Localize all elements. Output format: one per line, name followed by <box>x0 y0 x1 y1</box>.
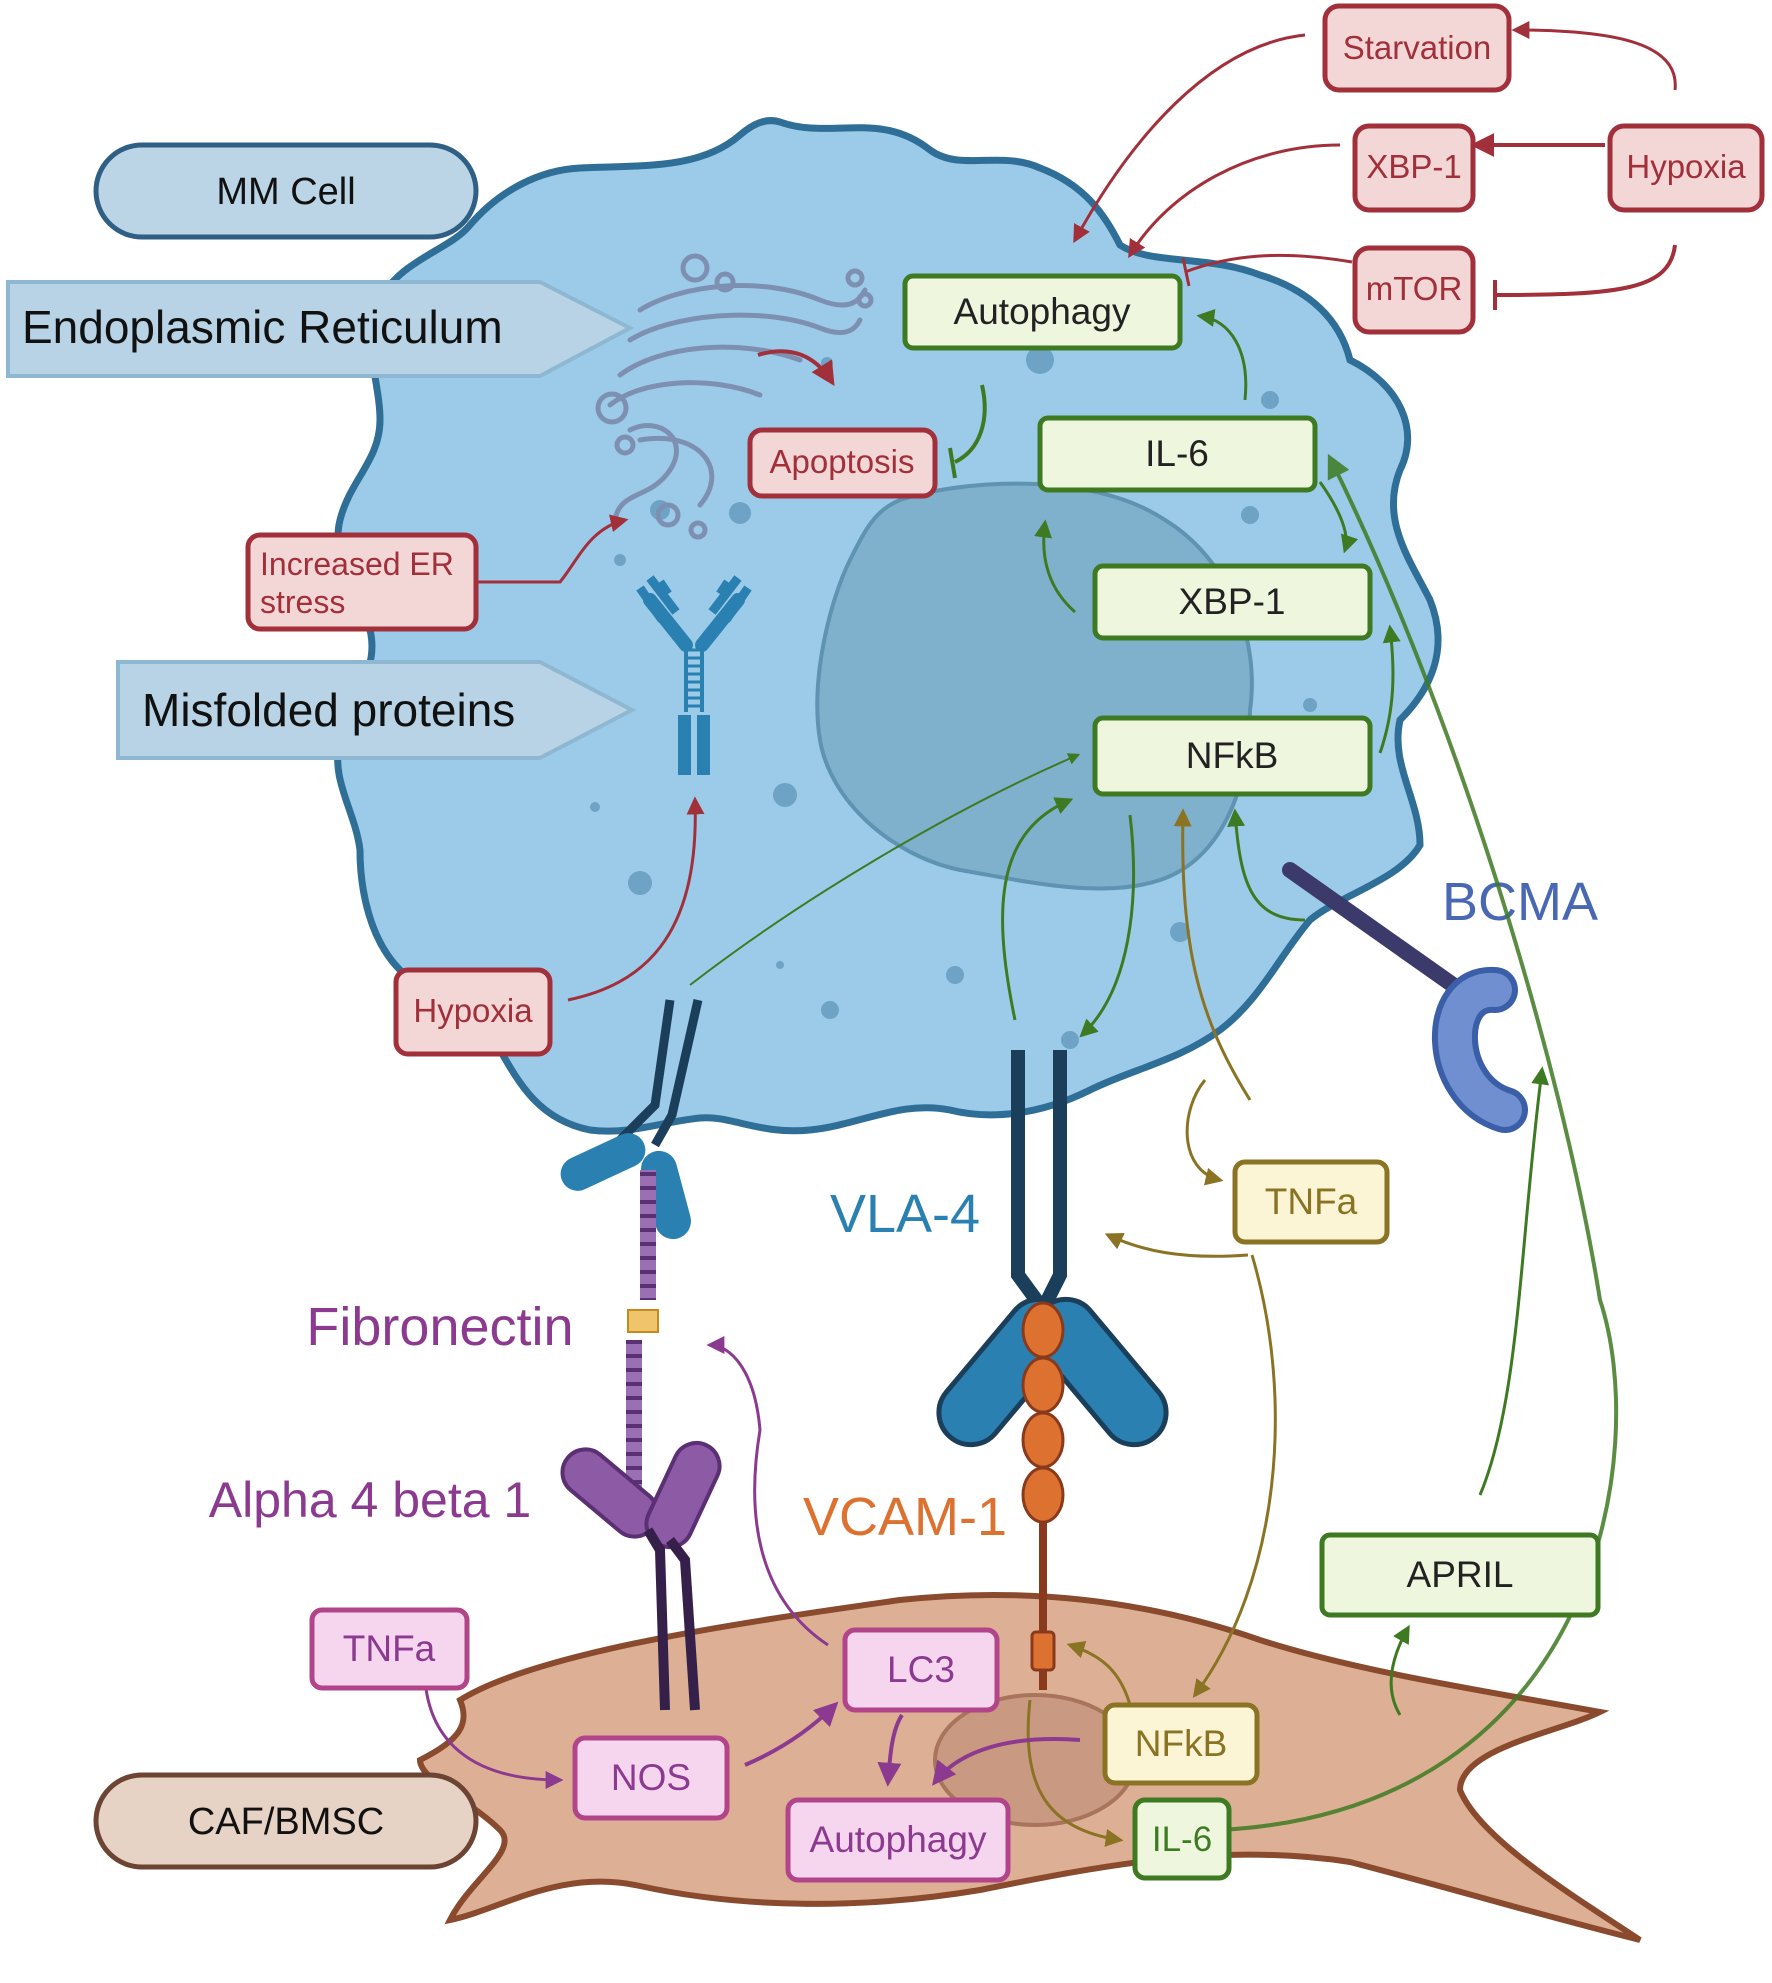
svg-text:XBP-1: XBP-1 <box>1366 148 1461 185</box>
caf-bmsc-cell <box>416 1592 1642 1943</box>
vcam1-molecule <box>1021 1301 1065 1690</box>
arrow-tnfa-to-vla4 <box>1104 1232 1249 1258</box>
starvation-box: Starvation <box>1322 3 1512 93</box>
svg-text:Hypoxia: Hypoxia <box>413 992 533 1029</box>
mm-nucleus <box>815 481 1254 891</box>
arrow-nos-to-lc3 <box>744 1701 839 1767</box>
er-callout: Endoplasmic Reticulum <box>6 280 635 378</box>
arrow-nfkb-to-xbp1 <box>1378 624 1401 754</box>
bcma-receptor <box>1282 862 1528 1133</box>
alpha4beta1-label: Alpha 4 beta 1 <box>209 1472 532 1528</box>
purple-arrows <box>423 1336 1081 1789</box>
arrow-alpha4-to-nfkb <box>689 753 1081 986</box>
arrow-april-to-bcma <box>1478 1066 1550 1496</box>
svg-text:Increased ER: Increased ER <box>260 546 454 582</box>
hypoxia-external-box: Hypoxia <box>1607 123 1765 213</box>
red-arrows <box>478 21 1677 1002</box>
tnfa-caf-box: TNFa <box>309 1607 470 1691</box>
svg-text:stress: stress <box>260 584 345 620</box>
arrow-tnfa-to-nfkb-caf <box>1192 1254 1277 1698</box>
nfkb-caf-box: NFkB <box>1102 1702 1260 1786</box>
svg-text:LC3: LC3 <box>887 1649 955 1690</box>
fibronectin-label: Fibronectin <box>306 1297 573 1357</box>
svg-text:TNFa: TNFa <box>1265 1181 1358 1222</box>
mm-cell-legend: MM Cell <box>93 142 479 240</box>
alpha4beta1-integrin <box>560 1440 722 1711</box>
arrow-tnfa-to-nos <box>423 1679 564 1789</box>
svg-text:Hypoxia: Hypoxia <box>1626 148 1746 185</box>
svg-text:APRIL: APRIL <box>1407 1554 1514 1595</box>
apoptosis-box: Apoptosis <box>747 427 938 499</box>
arrow-nfkb-caf-to-vcam1 <box>1066 1641 1132 1706</box>
antibody-icon <box>636 575 752 775</box>
arrow-starvation-to-autophagy <box>1073 33 1306 244</box>
arrow-caf-to-april <box>1389 1624 1410 1716</box>
xbp1-external-box: XBP-1 <box>1352 123 1476 213</box>
svg-text:IL-6: IL-6 <box>1145 433 1209 474</box>
increased-er-stress-box: Increased ER stress <box>245 532 479 632</box>
olive-arrows <box>1026 808 1277 1847</box>
vcam1-label: VCAM-1 <box>803 1487 1007 1547</box>
svg-text:NOS: NOS <box>611 1757 691 1798</box>
arrow-er-to-apoptosis <box>757 349 835 387</box>
arrow-tnfa-mm-to-nfkb <box>1173 808 1252 1101</box>
autophagy-caf-box: Autophagy <box>785 1797 1011 1883</box>
svg-text:NFkB: NFkB <box>1186 735 1279 776</box>
inhibit-autophagy-to-apoptosis <box>948 384 987 479</box>
arrow-lc3-to-fibronectin <box>706 1336 829 1647</box>
misfolded-proteins-callout: Misfolded proteins <box>116 660 637 760</box>
arrow-vcam1-to-il6-caf <box>1026 1699 1124 1847</box>
vla4-label: VLA-4 <box>830 1184 980 1244</box>
fibronectin-strand <box>640 1170 656 1300</box>
green-arrows <box>689 308 1619 1832</box>
arrow-nfkb-to-vla4 <box>1079 814 1135 1038</box>
svg-text:Apoptosis: Apoptosis <box>770 443 915 480</box>
mtor-box: mTOR <box>1352 245 1476 335</box>
april-box: APRIL <box>1319 1532 1601 1618</box>
svg-text:XBP-1: XBP-1 <box>1179 581 1286 622</box>
caf-bmsc-legend: CAF/BMSC <box>93 1772 479 1870</box>
svg-text:mTOR: mTOR <box>1366 270 1463 307</box>
fibronectin-receptor <box>560 999 703 1510</box>
arrow-hypoxia-to-starvation <box>1511 21 1677 91</box>
inhibit-mtor-to-autophagy <box>1181 253 1353 287</box>
arrow-il6-to-autophagy <box>1196 308 1248 401</box>
endoplasmic-reticulum-organelle <box>595 253 874 540</box>
arrow-il6-to-xbp1 <box>1318 481 1359 554</box>
bcma-label: BCMA <box>1442 872 1598 932</box>
svg-text:Autophagy: Autophagy <box>954 291 1131 332</box>
lc3-box: LC3 <box>842 1627 1000 1713</box>
mm-cell-legend-label: MM Cell <box>216 171 355 213</box>
arrow-xbp1-to-autophagy <box>1128 143 1341 259</box>
svg-text:IL-6: IL-6 <box>1152 1820 1212 1859</box>
misfolded-proteins-callout-label: Misfolded proteins <box>142 684 515 736</box>
arrow-nfkb-caf-to-autophagy <box>932 1737 1081 1786</box>
autophagy-mm-box: Autophagy <box>902 273 1183 351</box>
arrow-xbp1-to-il6 <box>1034 519 1076 614</box>
svg-text:TNFa: TNFa <box>343 1628 436 1669</box>
arrow-hypoxia-to-misfolded <box>567 796 705 1002</box>
arrow-er-stress-to-er <box>478 514 629 584</box>
arrow-vla4-to-nfkb <box>1001 797 1074 1021</box>
hypoxia-mm-box: Hypoxia <box>393 967 553 1057</box>
caf-bmsc-legend-label: CAF/BMSC <box>188 1801 384 1843</box>
arrow-bcma-to-nfkb <box>1227 808 1306 922</box>
svg-text:Starvation: Starvation <box>1343 29 1492 66</box>
arrow-lc3-to-autophagy <box>877 1713 904 1787</box>
il6-caf-box: IL-6 <box>1132 1797 1232 1881</box>
tnfa-mm-box: TNFa <box>1232 1159 1390 1245</box>
arrow-il6-caf-to-il6-mm <box>1219 453 1619 1832</box>
inhibit-hypoxia-to-mtor <box>1493 244 1677 310</box>
svg-text:Autophagy: Autophagy <box>810 1819 987 1860</box>
svg-text:NFkB: NFkB <box>1135 1723 1228 1764</box>
er-callout-label: Endoplasmic Reticulum <box>22 301 503 353</box>
arrow-nfkb-mm-to-tnfa <box>1185 1079 1224 1186</box>
il6-mm-box: IL-6 <box>1037 415 1318 493</box>
nos-box: NOS <box>572 1735 730 1821</box>
xbp1-mm-box: XBP-1 <box>1092 563 1373 641</box>
nfkb-mm-box: NFkB <box>1092 715 1373 797</box>
